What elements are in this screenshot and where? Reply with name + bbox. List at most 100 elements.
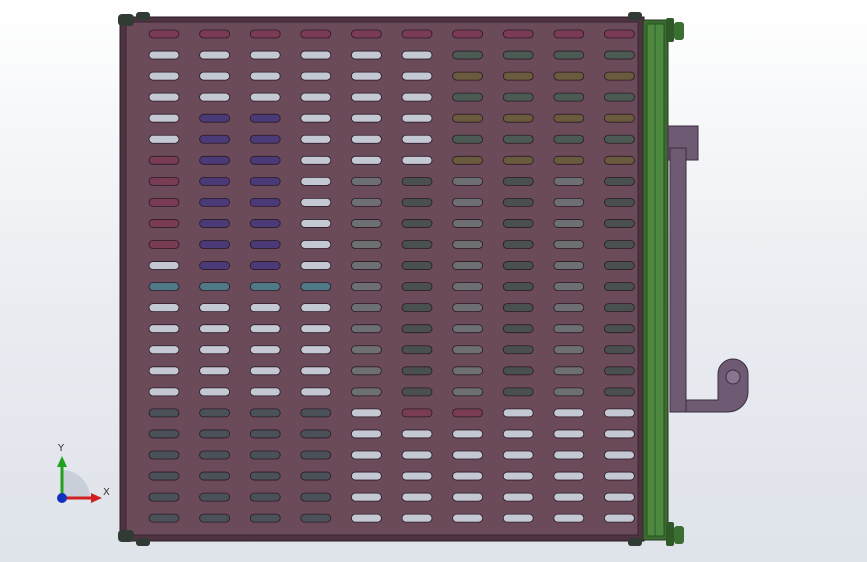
slot bbox=[350, 282, 382, 292]
slot bbox=[350, 92, 382, 102]
slot bbox=[604, 197, 635, 207]
slot bbox=[199, 92, 231, 102]
slot bbox=[199, 240, 231, 249]
slot bbox=[553, 324, 585, 334]
slot bbox=[148, 71, 180, 81]
slot bbox=[199, 282, 231, 292]
slot bbox=[452, 324, 484, 334]
slot bbox=[199, 155, 231, 165]
side-rail[interactable] bbox=[642, 18, 684, 546]
slot bbox=[553, 492, 585, 502]
slot bbox=[249, 450, 281, 460]
slot bbox=[553, 345, 585, 355]
slot bbox=[148, 197, 180, 207]
slot bbox=[553, 92, 585, 102]
slot bbox=[300, 29, 332, 39]
slot bbox=[401, 471, 433, 481]
slot bbox=[604, 134, 635, 144]
slot bbox=[148, 50, 180, 60]
slot bbox=[199, 303, 231, 313]
slot bbox=[350, 113, 382, 123]
slot bbox=[452, 219, 484, 228]
slot bbox=[502, 92, 534, 102]
slot bbox=[199, 408, 231, 418]
slot bbox=[604, 387, 635, 397]
slot bbox=[199, 492, 231, 502]
slot bbox=[249, 71, 281, 81]
slot bbox=[553, 219, 585, 228]
slot bbox=[502, 471, 534, 481]
slot bbox=[148, 492, 180, 502]
slot bbox=[401, 50, 433, 60]
slot bbox=[148, 366, 180, 376]
slot bbox=[300, 92, 332, 102]
slot bbox=[199, 324, 231, 334]
slot bbox=[350, 71, 382, 81]
slot bbox=[350, 366, 382, 376]
slot bbox=[300, 429, 332, 439]
slot bbox=[452, 197, 484, 207]
slot bbox=[249, 387, 281, 397]
slot bbox=[604, 408, 635, 418]
slot bbox=[502, 513, 534, 523]
slot bbox=[452, 366, 484, 376]
slot bbox=[300, 450, 332, 460]
slot bbox=[249, 471, 281, 481]
slot bbox=[452, 303, 484, 313]
slot bbox=[249, 29, 281, 39]
slot bbox=[350, 240, 382, 249]
slot bbox=[350, 303, 382, 313]
slot bbox=[604, 366, 635, 376]
slot bbox=[401, 324, 433, 334]
slot bbox=[452, 29, 484, 39]
slot bbox=[199, 197, 231, 207]
panel-face[interactable] bbox=[125, 21, 639, 536]
slot bbox=[553, 134, 585, 144]
slot bbox=[604, 176, 635, 186]
corner-boss-top-right bbox=[628, 12, 642, 20]
slot bbox=[199, 29, 231, 39]
slot bbox=[553, 71, 585, 81]
slot bbox=[249, 134, 281, 144]
slot bbox=[604, 113, 635, 123]
slot bbox=[300, 282, 332, 292]
slot bbox=[502, 450, 534, 460]
slot bbox=[452, 450, 484, 460]
slot bbox=[502, 113, 534, 123]
slot bbox=[148, 471, 180, 481]
slot bbox=[300, 366, 332, 376]
slot bbox=[148, 155, 180, 165]
slot bbox=[199, 366, 231, 376]
slot bbox=[249, 303, 281, 313]
slot bbox=[604, 29, 635, 39]
slot bbox=[199, 176, 231, 186]
slot bbox=[502, 71, 534, 81]
slot bbox=[300, 155, 332, 165]
slot bbox=[502, 345, 534, 355]
slot bbox=[350, 134, 382, 144]
slot bbox=[401, 197, 433, 207]
slot bbox=[199, 71, 231, 81]
slot bbox=[502, 324, 534, 334]
slot bbox=[350, 324, 382, 334]
slot bbox=[502, 240, 534, 249]
slot bbox=[401, 71, 433, 81]
slot bbox=[199, 113, 231, 123]
slot bbox=[604, 71, 635, 81]
slot bbox=[300, 50, 332, 60]
slot bbox=[199, 450, 231, 460]
slot-grid bbox=[148, 29, 635, 523]
slot bbox=[553, 471, 585, 481]
slot bbox=[249, 219, 281, 228]
slot bbox=[452, 176, 484, 186]
slot bbox=[300, 134, 332, 144]
slot bbox=[401, 29, 433, 39]
slot bbox=[350, 155, 382, 165]
slot bbox=[401, 492, 433, 502]
slot bbox=[553, 240, 585, 249]
slot bbox=[452, 240, 484, 249]
hinge-bracket[interactable] bbox=[667, 125, 749, 413]
slot bbox=[401, 113, 433, 123]
slot bbox=[604, 92, 635, 102]
